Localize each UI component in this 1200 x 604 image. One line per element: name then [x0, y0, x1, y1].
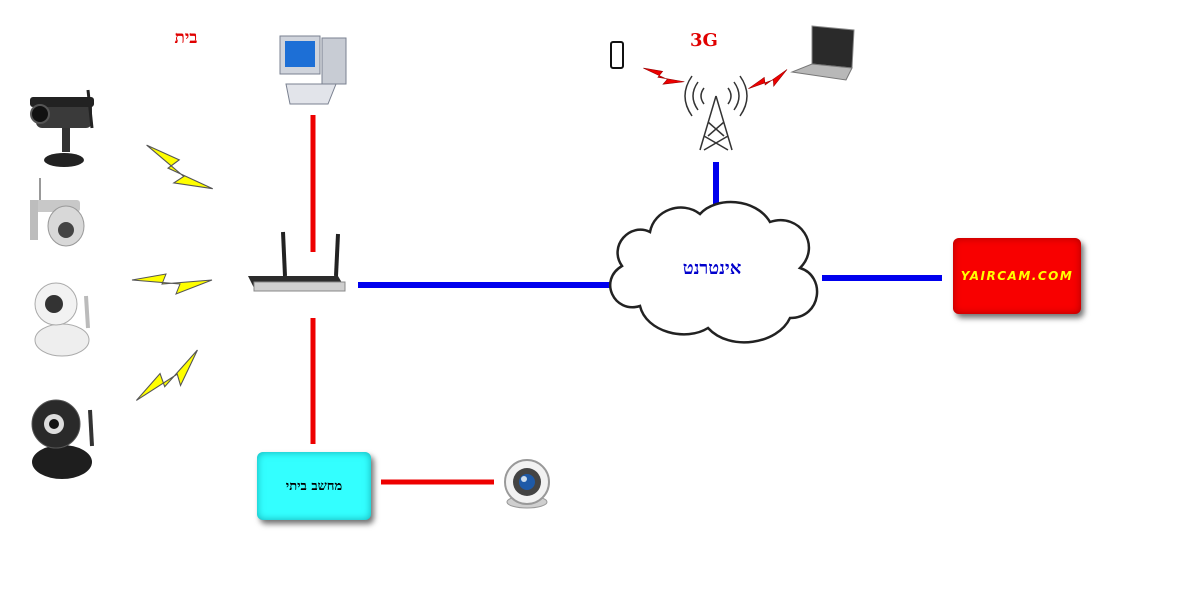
home-computer-label: מחשב ביתי — [285, 479, 343, 494]
site-label: YAIRCAM.COM — [960, 269, 1074, 283]
cloud-icon — [609, 200, 819, 344]
webcam-icon — [504, 459, 550, 509]
lightning-bolt-icon — [643, 67, 685, 85]
lightning-bolt-icon — [748, 69, 788, 90]
ip-camera-white-icon — [34, 282, 90, 357]
internet-label: אינטרנט — [682, 258, 742, 279]
home-label: בית — [174, 28, 198, 48]
smartphone-icon — [610, 41, 624, 69]
site-box: YAIRCAM.COM — [953, 238, 1081, 314]
desktop-computer-icon — [279, 35, 347, 105]
router-icon — [248, 231, 346, 292]
lightning-bolt-icon — [146, 144, 213, 190]
lightning-bolt-icon — [131, 273, 213, 295]
ip-camera-outdoor-icon — [30, 89, 94, 167]
cell-tower-icon — [684, 75, 748, 151]
mobile-network-label: 3G — [690, 30, 718, 51]
ip-camera-black-icon — [31, 399, 94, 479]
ip-camera-ptz-icon — [30, 178, 85, 247]
home-computer-box: מחשב ביתי — [257, 452, 371, 520]
laptop-icon — [790, 25, 855, 81]
connection-lines — [310, 115, 942, 485]
lightning-bolt-icon — [135, 349, 198, 401]
